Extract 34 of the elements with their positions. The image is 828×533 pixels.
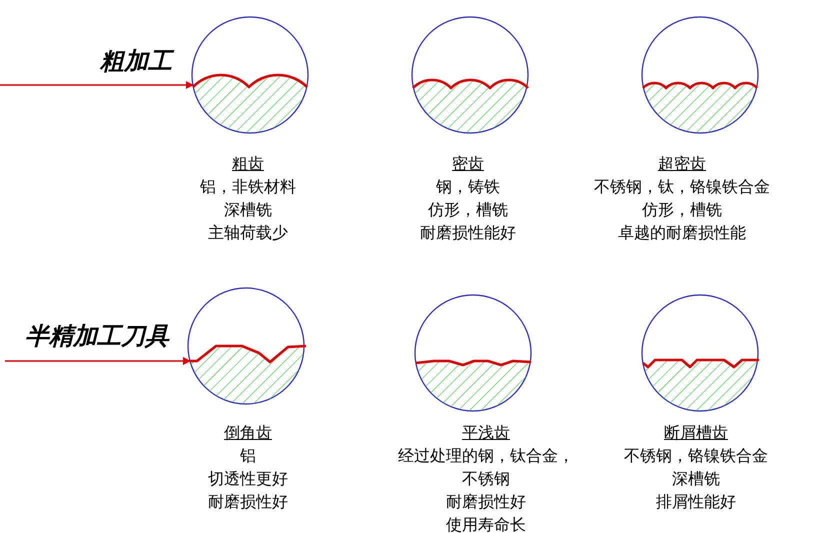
tooth-profile-drawing [415, 295, 531, 411]
caption-title: 超密齿 [658, 153, 706, 175]
caption-text: 不锈钢，钛，铬镍铁合金 [594, 176, 770, 198]
tooth-profile-drawing [188, 288, 304, 404]
tooth-profile-drawing [642, 17, 758, 133]
caption-text: 不锈钢，铬镍铁合金 [624, 445, 768, 467]
caption-text: 铝，非铁材料 [200, 176, 296, 198]
caption-title: 粗齿 [232, 153, 264, 175]
edge-label: 粗加工 [100, 46, 172, 76]
caption-title: 密齿 [452, 153, 484, 175]
tooth-profile-drawing [642, 295, 758, 411]
caption-text: 深槽铣 [672, 468, 720, 490]
caption-text: 仿形，槽铣 [642, 199, 722, 221]
caption-text: 耐磨损性好 [446, 491, 526, 513]
caption-text: 使用寿命长 [446, 514, 526, 533]
caption-text: 卓越的耐磨损性能 [618, 222, 746, 244]
caption-text: 经过处理的钢，钛合金，不锈钢 [397, 445, 575, 490]
caption-title: 平浅齿 [462, 422, 510, 444]
caption-text: 主轴荷载少 [208, 222, 288, 244]
caption-text: 钢，铸铁 [436, 176, 500, 198]
caption-text: 铝 [240, 445, 256, 467]
caption-title: 断屑槽齿 [664, 422, 728, 444]
caption-text: 排屑性能好 [656, 491, 736, 513]
caption-text: 仿形，槽铣 [428, 199, 508, 221]
caption-title: 倒角齿 [224, 422, 272, 444]
caption-text: 耐磨损性好 [208, 491, 288, 513]
tooth-profile-drawing [192, 17, 308, 133]
edge-label: 半精加工刀具 [25, 321, 169, 351]
tooth-profile-drawing [412, 17, 528, 133]
caption-text: 深槽铣 [224, 199, 272, 221]
arrow [5, 357, 191, 365]
arrow [0, 81, 194, 89]
caption-text: 切透性更好 [208, 468, 288, 490]
caption-text: 耐磨损性能好 [420, 222, 516, 244]
